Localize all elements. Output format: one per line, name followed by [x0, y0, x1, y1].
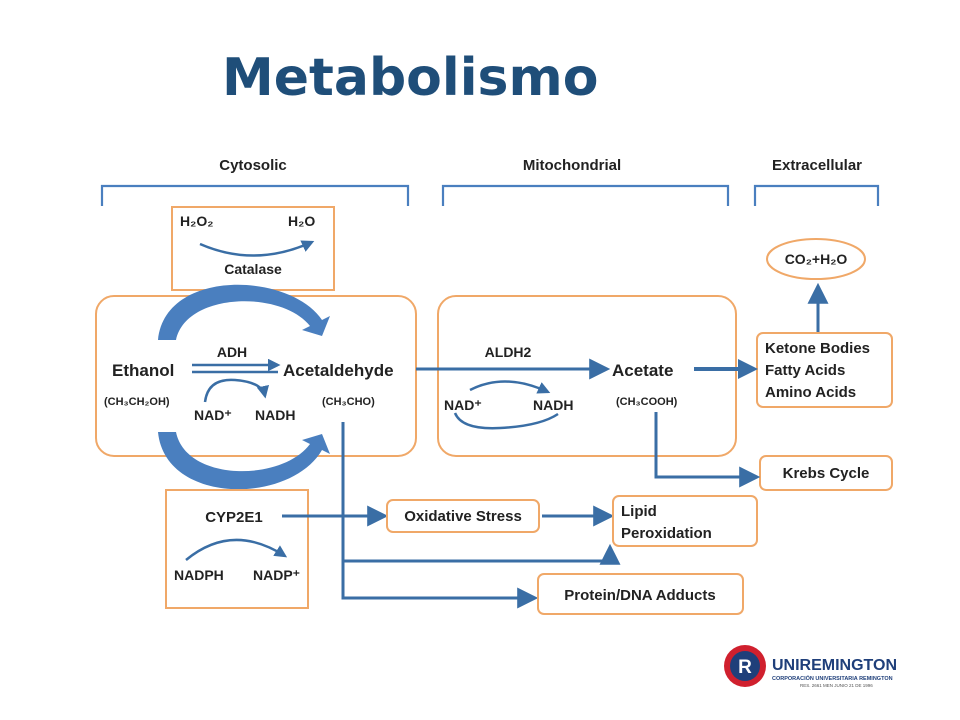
extracellular-label: Extracellular [772, 157, 862, 174]
logo-name: UNIREMINGTON [772, 657, 897, 674]
slide-title: Metabolismo [222, 48, 599, 108]
nadph-label: NADPH [174, 567, 224, 583]
mito-nad-label: NAD⁺ [444, 397, 482, 413]
amino-acids-label: Amino Acids [765, 384, 856, 401]
catalase-pathway-arrow [158, 284, 330, 340]
adducts-label: Protein/DNA Adducts [564, 587, 715, 604]
nadp-label: NADP⁺ [253, 567, 300, 583]
krebs-label: Krebs Cycle [783, 465, 870, 482]
ethanol-formula: (CH₃CH₂OH) [104, 396, 170, 408]
mitochondrial-label: Mitochondrial [523, 157, 621, 174]
adh-cofactor-arrow [203, 378, 270, 403]
acetate-formula: (CH₃COOH) [616, 396, 678, 408]
mito-cofactor-arrow [469, 380, 551, 394]
adh-label: ADH [217, 344, 247, 360]
co2-h2o-label: CO₂+H₂O [785, 251, 848, 267]
acetate-to-krebs-arrow [654, 412, 761, 488]
cyp2e1-label: CYP2E1 [205, 509, 263, 526]
ketone-label: Ketone Bodies [765, 340, 870, 357]
h2o-label: H₂O [288, 213, 315, 229]
cyp2e1-box [165, 489, 309, 609]
logo-mark: R [738, 657, 752, 678]
cytosol-nadh-label: NADH [255, 407, 295, 423]
extracellular-bracket [753, 184, 880, 206]
cyp2e1-pathway-arrow [158, 432, 330, 490]
mito-nadh-label: NADH [533, 397, 573, 413]
mitochondria-box [437, 295, 737, 457]
h2o2-label: H₂O₂ [180, 213, 213, 229]
adducts-box [537, 573, 744, 615]
mito-cofactor-lower [453, 412, 559, 430]
acetaldehyde-to-lipid-arrow [343, 543, 621, 565]
cytosolic-bracket [100, 184, 410, 206]
lipid-label: Lipid [621, 503, 657, 520]
acetaldehyde-formula: (CH₃CHO) [322, 396, 375, 408]
acetaldehyde-label: Acetaldehyde [283, 361, 394, 380]
uniremington-logo: R UNIREMINGTON CORPORACIÓN UNIVERSITARIA… [724, 645, 897, 688]
mitochondrial-bracket [441, 184, 730, 206]
catalase-cofactor-arrow [199, 240, 315, 257]
cyp-cofactor-arrow [185, 538, 288, 561]
cytosol-nad-label: NAD⁺ [194, 407, 232, 423]
aldh2-label: ALDH2 [485, 344, 532, 360]
oxidative-stress-label: Oxidative Stress [404, 508, 522, 525]
lipid-peroxidation-box [612, 495, 758, 547]
acetaldehyde-to-adducts-arrow [341, 422, 539, 609]
peroxidation-label: Peroxidation [621, 525, 712, 542]
cytosolic-label: Cytosolic [219, 157, 287, 174]
fatty-acids-label: Fatty Acids [765, 362, 845, 379]
acetate-label: Acetate [612, 361, 673, 380]
oxidative-stress-box [386, 499, 540, 533]
logo-resolution: RES. 2661 MEN JUNIO 21 DE 1996 [800, 683, 873, 688]
logo-subtitle: CORPORACIÓN UNIVERSITARIA REMINGTON [772, 674, 893, 682]
ethanol-label: Ethanol [112, 361, 174, 380]
co2-h2o-ellipse [766, 238, 866, 280]
catalase-label: Catalase [224, 261, 282, 277]
